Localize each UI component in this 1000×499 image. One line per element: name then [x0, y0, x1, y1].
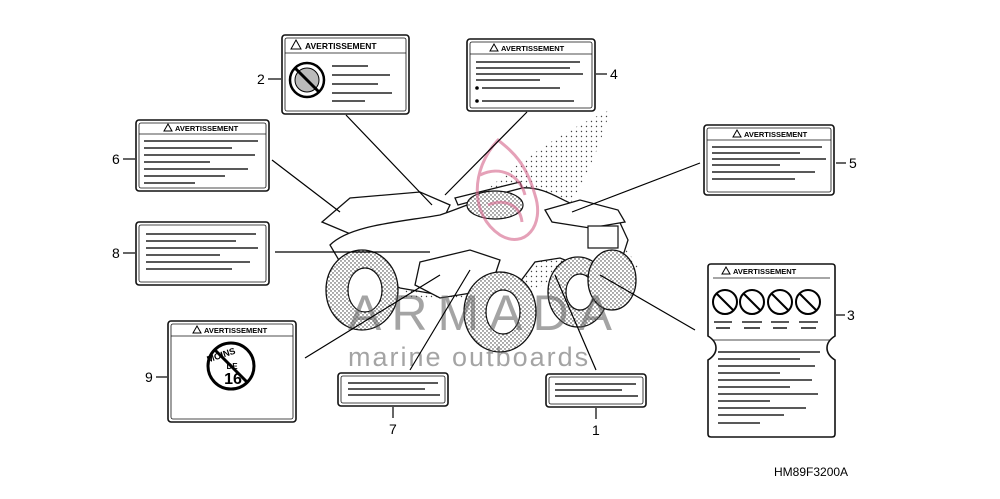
label-9-heading: AVERTISSEMENT — [204, 326, 268, 335]
label-4: AVERTISSEMENT 4 — [466, 38, 618, 112]
callout-2: 2 — [257, 71, 265, 87]
label-6: 6 AVERTISSEMENT — [112, 119, 270, 192]
leader-lines — [271, 111, 701, 371]
callout-8: 8 — [112, 245, 120, 261]
label-3: AVERTISSEMENT 3 — [707, 263, 855, 438]
label-4-heading: AVERTISSEMENT — [501, 44, 565, 53]
callout-4: 4 — [610, 66, 618, 82]
label-7: 7 — [337, 372, 449, 437]
label-5: AVERTISSEMENT 5 — [703, 124, 857, 196]
callout-5: 5 — [849, 155, 857, 171]
callout-1: 1 — [592, 422, 600, 438]
watermark: ARMADA marine outboards — [348, 137, 622, 372]
label-1: 1 — [545, 373, 647, 438]
age-restriction-icon: MOINS DE 16 — [205, 341, 256, 391]
front-rack — [544, 199, 627, 229]
callout-6: 6 — [112, 151, 120, 167]
label-2: 2 AVERTISSEMENT — [257, 34, 410, 115]
fuel-tank — [466, 190, 524, 220]
label-3-heading: AVERTISSEMENT — [733, 267, 797, 276]
watermark-logo — [475, 137, 540, 241]
rear-hub-left — [347, 267, 383, 313]
label-9: 9 AVERTISSEMENT MOINS DE 16 — [145, 320, 297, 423]
label-5-heading: AVERTISSEMENT — [744, 130, 808, 139]
age-label-line3: 16 — [224, 371, 242, 388]
atv-illustration — [320, 110, 640, 353]
front-wheel-right — [587, 249, 637, 311]
label-8: 8 — [112, 221, 270, 286]
rear-hub-right — [485, 289, 521, 335]
callout-3: 3 — [847, 307, 855, 323]
label-6-heading: AVERTISSEMENT — [175, 124, 239, 133]
reference-code: HM89F3200A — [774, 465, 848, 479]
watermark-brand: ARMADA — [348, 285, 622, 341]
watermark-tagline: marine outboards — [348, 342, 590, 372]
callout-7: 7 — [389, 421, 397, 437]
front-grille — [587, 225, 619, 249]
callout-9: 9 — [145, 369, 153, 385]
label-2-heading: AVERTISSEMENT — [305, 41, 377, 51]
pictogram-row — [712, 289, 821, 315]
